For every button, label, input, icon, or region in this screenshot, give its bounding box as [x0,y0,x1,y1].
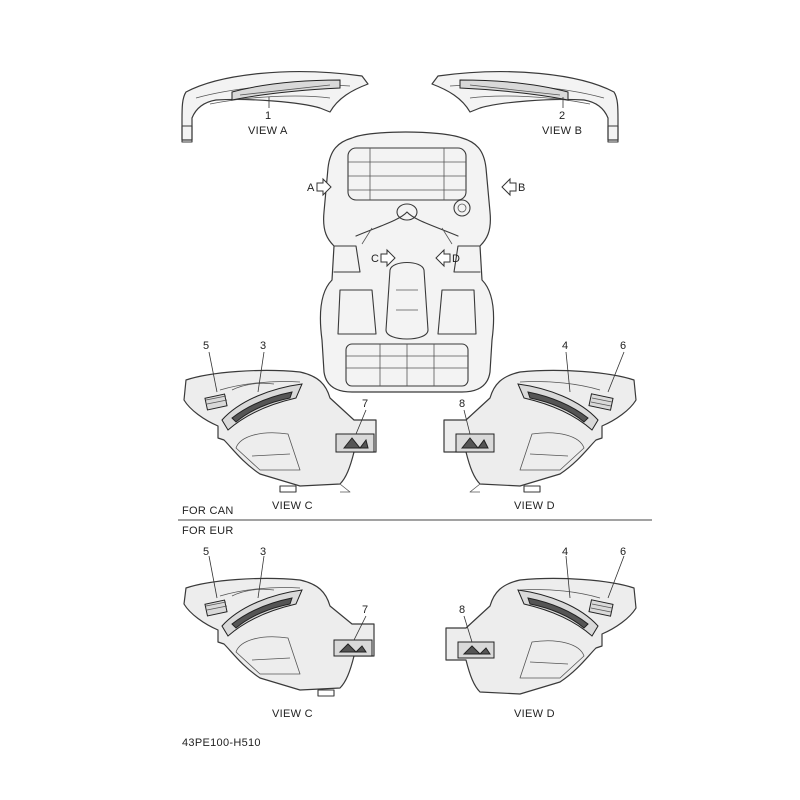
eur-callout-6-leader [607,555,625,599]
eur-callout-5: 5 [203,546,209,558]
can-callout-8-leader [463,409,471,435]
eur-callout-3: 3 [260,546,266,558]
can-callout-7-leader [355,409,367,435]
arrow-c-icon [380,248,396,268]
can-callout-4-leader [565,351,571,393]
eur-callout-7: 7 [362,604,368,616]
can-callout-6-leader [607,351,625,393]
can-callout-3: 3 [260,340,266,352]
callout-2: 2 [559,110,565,122]
eur-callout-8-leader [463,615,473,643]
eur-view-c-label: VIEW C [272,708,313,720]
eur-callout-4: 4 [562,546,568,558]
arrow-b-letter: B [518,182,526,194]
eur-callout-5-leader [208,555,218,599]
eur-c-decal-7 [333,639,373,657]
eur-view-c-panel [183,577,375,697]
view-a-label: VIEW A [248,125,288,137]
can-view-c-panel [183,369,377,493]
arrow-c-letter: C [371,253,379,265]
can-d-decal-6 [588,393,614,411]
can-callout-5: 5 [203,340,209,352]
eur-d-decal-6 [588,599,614,617]
arrow-b-icon [501,177,517,197]
can-callout-8: 8 [459,398,465,410]
diagram-code: 43PE100-H510 [182,737,261,749]
view-b-label: VIEW B [542,125,582,137]
section-for-eur: FOR EUR [182,525,234,537]
can-callout-6: 6 [620,340,626,352]
eur-callout-8: 8 [459,604,465,616]
atv-top-view [319,131,495,393]
view-b-fender [431,71,619,143]
eur-callout-7-leader [353,615,367,641]
can-view-d-label: VIEW D [514,500,555,512]
view-a-fender [181,71,369,143]
callout-1: 1 [265,110,271,122]
arrow-a-letter: A [307,182,315,194]
arrow-d-letter: D [452,253,460,265]
eur-callout-4-leader [565,555,571,599]
can-callout-5-leader [208,351,218,393]
eur-view-d-label: VIEW D [514,708,555,720]
section-for-can: FOR CAN [182,505,234,517]
can-view-c-label: VIEW C [272,500,313,512]
can-d-decal-8 [455,433,495,453]
can-callout-4: 4 [562,340,568,352]
can-callout-3-leader [257,351,265,393]
eur-view-d-panel [445,577,637,695]
eur-callout-3-leader [257,555,265,599]
arrow-d-icon [435,248,451,268]
arrow-a-icon [316,177,332,197]
can-callout-7: 7 [362,398,368,410]
eur-callout-6: 6 [620,546,626,558]
can-view-d-panel [443,369,637,493]
